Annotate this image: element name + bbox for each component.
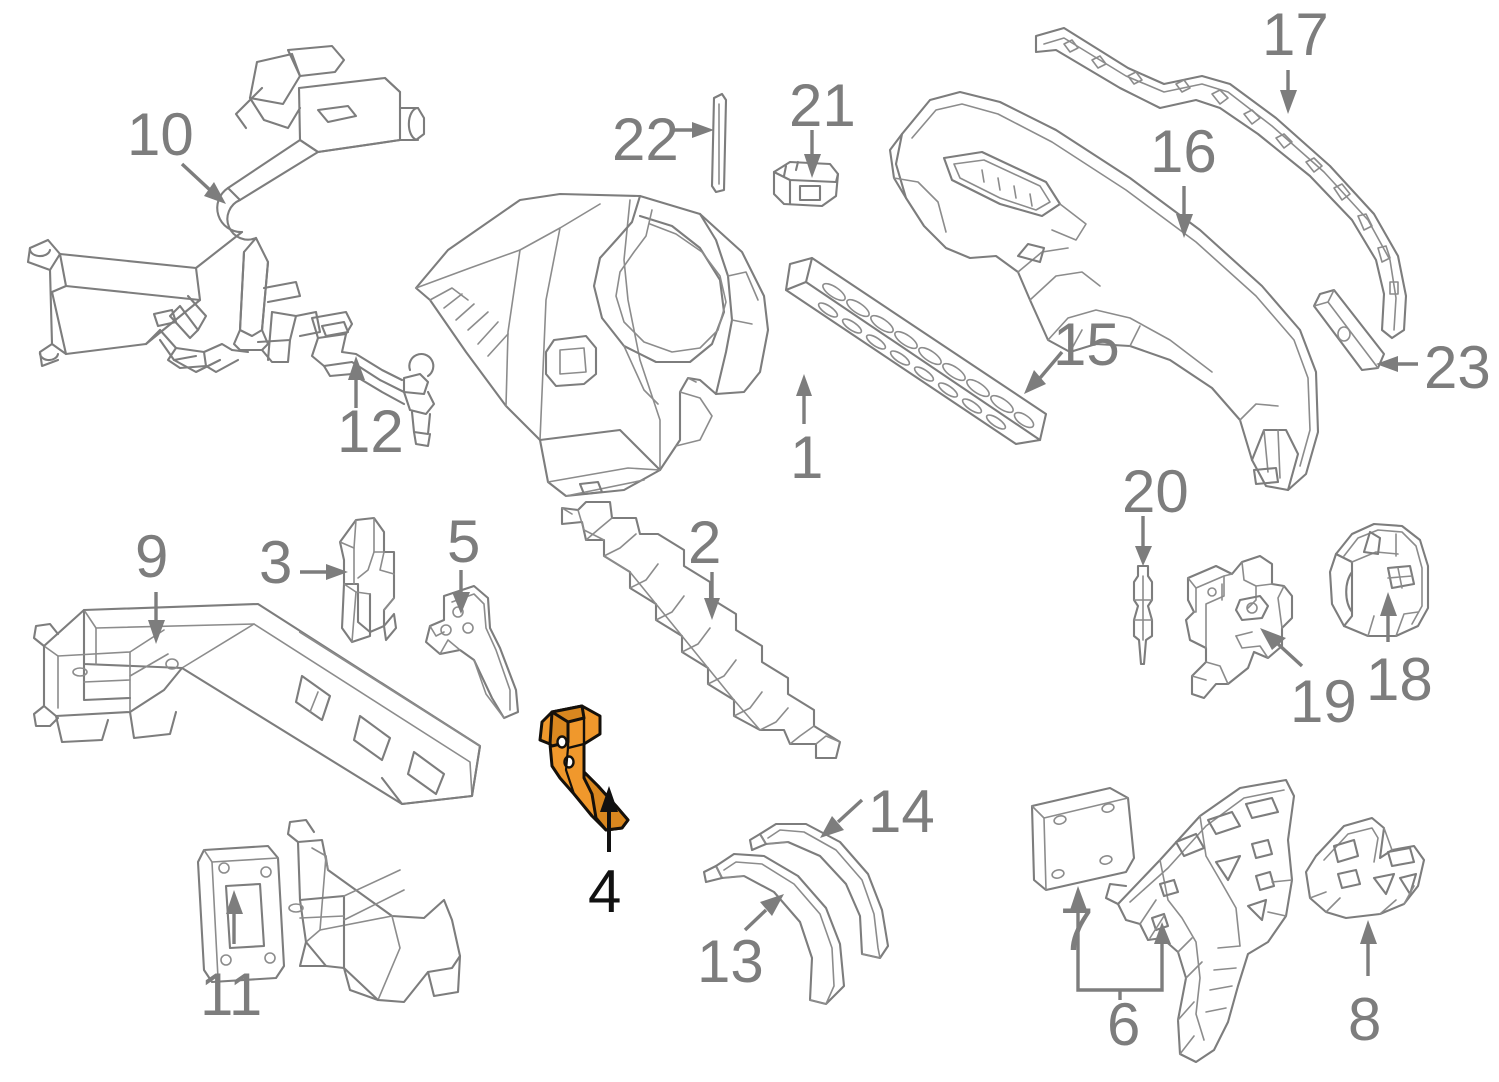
part-22-retaining-rod bbox=[710, 92, 728, 194]
part-15-sill-strip bbox=[784, 256, 1048, 446]
leader-2 bbox=[704, 572, 720, 620]
callout-label-22: 22 bbox=[612, 106, 679, 173]
leader-22 bbox=[672, 122, 714, 138]
callout-label-4: 4 bbox=[588, 858, 622, 925]
leader-21 bbox=[804, 130, 821, 178]
callout-label-14: 14 bbox=[868, 778, 935, 845]
part-23-trim-insert bbox=[1312, 288, 1386, 372]
part-14-wheel-arch-molding bbox=[748, 822, 890, 960]
callout-label-16: 16 bbox=[1150, 118, 1217, 185]
callout-label-3: 3 bbox=[259, 529, 293, 596]
part-6-wheelhouse-panel bbox=[1104, 778, 1296, 1064]
leader-5 bbox=[452, 570, 470, 614]
callout-label-20: 20 bbox=[1122, 458, 1189, 525]
leader-9 bbox=[148, 592, 165, 644]
leader-19 bbox=[1260, 628, 1304, 668]
part-21-retaining-clip bbox=[772, 160, 840, 208]
part-3-mounting-block bbox=[338, 516, 398, 644]
part-20-rivet-pin bbox=[1132, 564, 1154, 666]
part-9-impact-bar bbox=[32, 602, 482, 1004]
part-19-sensor-bracket bbox=[1184, 554, 1294, 700]
callout-label-9: 9 bbox=[135, 523, 169, 590]
leader-1 bbox=[796, 374, 812, 424]
callout-label-17: 17 bbox=[1262, 1, 1329, 68]
leader-6-brace bbox=[1076, 922, 1171, 1000]
leader-13 bbox=[743, 894, 784, 932]
part-10-hitch-crossmember bbox=[26, 44, 426, 374]
callout-label-21: 21 bbox=[789, 72, 856, 139]
leader-18 bbox=[1380, 592, 1397, 642]
leader-3 bbox=[300, 564, 348, 580]
part-2-sill-reinforcement bbox=[560, 500, 842, 760]
callout-label-2: 2 bbox=[688, 509, 722, 576]
part-5-gusset-bracket bbox=[424, 584, 520, 720]
leader-15 bbox=[1024, 350, 1064, 394]
leader-10 bbox=[180, 162, 226, 204]
leader-16 bbox=[1176, 186, 1193, 238]
part-13-wheel-arch-molding bbox=[702, 852, 846, 1006]
callout-label-12: 12 bbox=[337, 398, 404, 465]
part-1-quarter-panel bbox=[414, 192, 770, 498]
callout-label-1: 1 bbox=[790, 424, 824, 491]
leader-7 bbox=[1070, 886, 1087, 960]
part-17-upper-molding bbox=[1034, 26, 1408, 340]
callout-label-15: 15 bbox=[1053, 311, 1120, 378]
part-8-wheelhouse-bracket bbox=[1304, 816, 1426, 920]
callout-label-6: 6 bbox=[1107, 991, 1141, 1058]
callout-label-23: 23 bbox=[1424, 334, 1491, 401]
leader-14 bbox=[820, 798, 864, 838]
callout-label-18: 18 bbox=[1366, 646, 1433, 713]
leader-11 bbox=[226, 890, 243, 944]
leader-12 bbox=[348, 356, 365, 408]
leader-4 bbox=[600, 786, 618, 852]
callout-label-8: 8 bbox=[1348, 986, 1382, 1053]
leader-23 bbox=[1376, 356, 1418, 372]
part-7-reinforcement-plate bbox=[1030, 786, 1136, 892]
callout-label-7: 7 bbox=[1060, 896, 1094, 963]
leader-17 bbox=[1280, 70, 1297, 114]
leader-8 bbox=[1360, 920, 1377, 976]
part-16-bumper-cover bbox=[888, 90, 1320, 492]
callout-label-13: 13 bbox=[697, 928, 764, 995]
callout-label-10: 10 bbox=[127, 101, 194, 168]
leader-20 bbox=[1135, 516, 1152, 566]
callout-label-5: 5 bbox=[447, 508, 481, 575]
callout-label-19: 19 bbox=[1290, 668, 1357, 735]
part-18-tow-eye-cover bbox=[1328, 522, 1430, 638]
part-11-cover-plate bbox=[196, 844, 286, 984]
callout-label-11: 11 bbox=[200, 961, 263, 1028]
